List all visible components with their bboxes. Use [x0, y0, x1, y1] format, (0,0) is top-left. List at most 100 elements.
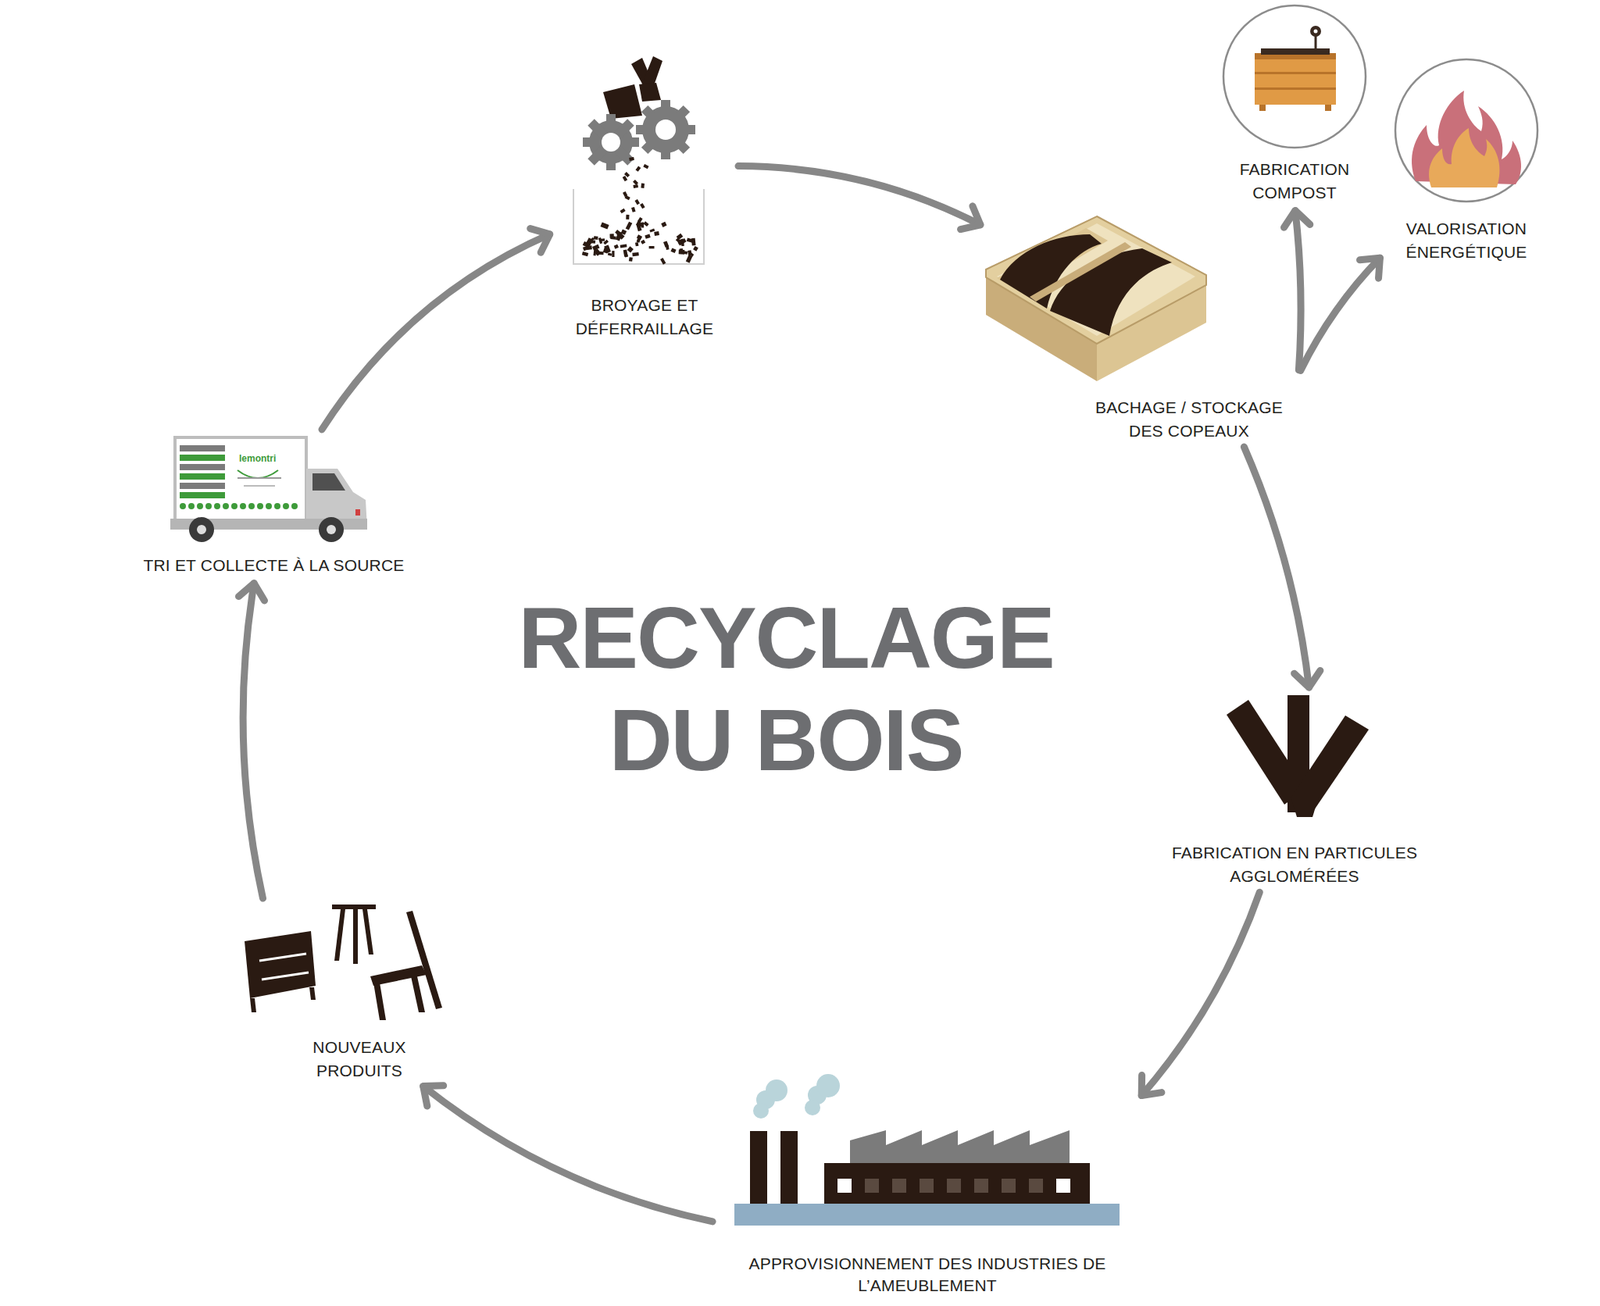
furniture-icon-part [373, 982, 386, 1021]
step-label: BACHAGE / STOCKAGE DES COPEAUX [1079, 396, 1299, 443]
storage-bin-icon-part [1050, 248, 1172, 336]
storage-bin-icon [985, 216, 1207, 382]
furniture-icon-part [353, 909, 358, 965]
storage-bin-icon-part [1029, 242, 1132, 302]
compost-icon-part [1260, 48, 1330, 55]
wood-chip [627, 246, 634, 253]
factory-icon-part [765, 1079, 788, 1102]
wood-chip [614, 244, 619, 250]
wood-chip [625, 214, 629, 220]
truck-dot [214, 503, 221, 510]
wood-chip [660, 257, 666, 265]
truck-icon-part [237, 470, 279, 479]
particle-board-icon [1226, 695, 1369, 818]
shredder-icon [573, 56, 704, 265]
shredder-icon-part-part [641, 105, 690, 154]
energy-icon-part [1428, 128, 1500, 188]
truck-icon-part [175, 437, 307, 521]
wood-chip [688, 251, 694, 258]
truck-stripes [179, 445, 298, 510]
process-step: FABRICATION COMPOST [1216, 3, 1373, 205]
truck-icon-part [196, 525, 207, 535]
compost-icon-part [1223, 5, 1366, 148]
compost-icon-part [1259, 104, 1266, 111]
arrow-line [1243, 446, 1309, 688]
arrow-head [1141, 1075, 1162, 1097]
wood-chip [660, 221, 667, 228]
shredder-icon-part-part [587, 118, 634, 165]
arrow-head [1360, 257, 1381, 279]
flow-arrow [1300, 257, 1381, 371]
storage-bin-icon-part [996, 223, 1196, 336]
compost-icon-part [1325, 104, 1332, 111]
factory-icon-part [804, 1100, 821, 1116]
truck-icon-part [189, 517, 215, 543]
wood-chip [632, 184, 639, 189]
factory-icon-part [734, 1203, 1120, 1226]
truck-stripe [179, 473, 225, 480]
wood-chip [585, 239, 593, 247]
wood-chip [619, 208, 625, 215]
flow-arrow [1141, 892, 1260, 1096]
factory-icon-part [816, 1074, 840, 1098]
wood-chip [634, 199, 640, 205]
brand-label: lemontri [239, 453, 276, 465]
factory-windows [837, 1178, 1071, 1193]
factory-window [1056, 1178, 1071, 1193]
wood-chip [628, 257, 633, 262]
step-label: FABRICATION COMPOST [1222, 157, 1368, 205]
factory-window [1001, 1178, 1016, 1193]
step-label: NOUVEAUX PRODUITS [300, 1035, 418, 1083]
truck-stripe [179, 445, 225, 452]
factory-window [892, 1178, 907, 1193]
wood-chip [628, 157, 635, 161]
furniture-icon-part [406, 910, 443, 1010]
furniture-icon [244, 904, 443, 1021]
wood-chip [642, 221, 649, 227]
flow-arrow [1243, 446, 1321, 688]
arrow-head [1284, 210, 1311, 229]
particle-board-icon-part [1290, 796, 1319, 818]
compost-icon-part [1310, 25, 1322, 37]
shredder-icon-part-part [587, 118, 634, 165]
truck-dot [188, 503, 195, 510]
wood-chip [653, 231, 660, 236]
furniture-icon-part [334, 909, 346, 961]
wood-chip [635, 166, 641, 172]
factory-window [1028, 1178, 1043, 1193]
step-label: FABRICATION EN PARTICULES AGGLOMÉRÉES [1146, 841, 1443, 889]
arrow-line [321, 234, 550, 430]
flow-arrow [423, 1085, 713, 1222]
diagram-title: RECYCLAGE DU BOIS [473, 586, 1099, 792]
flow-arrow [738, 166, 981, 230]
wood-chip [640, 239, 646, 245]
furniture-icon-part [332, 904, 376, 910]
wood-chip [644, 234, 650, 240]
furniture-icon-part [362, 909, 374, 955]
flow-arrow [239, 583, 265, 899]
wood-chip [639, 203, 646, 209]
truck-dot [265, 503, 272, 510]
factory-icon [734, 1074, 1120, 1226]
arrow-line [1300, 257, 1381, 371]
factory-window [974, 1178, 989, 1193]
wood-chip [649, 246, 655, 249]
wood-chip [635, 242, 639, 247]
furniture-icon-part [259, 953, 307, 961]
shredder-icon-part [573, 189, 704, 265]
wood-chip [636, 238, 641, 243]
truck-dot [282, 503, 290, 510]
arrow-line [242, 583, 263, 899]
factory-icon-part [753, 1103, 769, 1119]
process-step: NOUVEAUX PRODUITS [257, 903, 461, 1083]
wood-chip [692, 246, 699, 252]
truck-dot [274, 503, 281, 510]
shredder-icon-part [582, 100, 696, 171]
truck-dot [196, 503, 204, 510]
truck-dot [205, 503, 212, 510]
truck-stripe [179, 482, 225, 490]
wood-chip [593, 248, 601, 257]
wood-chip [625, 195, 631, 200]
arrow-head [960, 206, 981, 230]
truck-dot [239, 503, 247, 510]
